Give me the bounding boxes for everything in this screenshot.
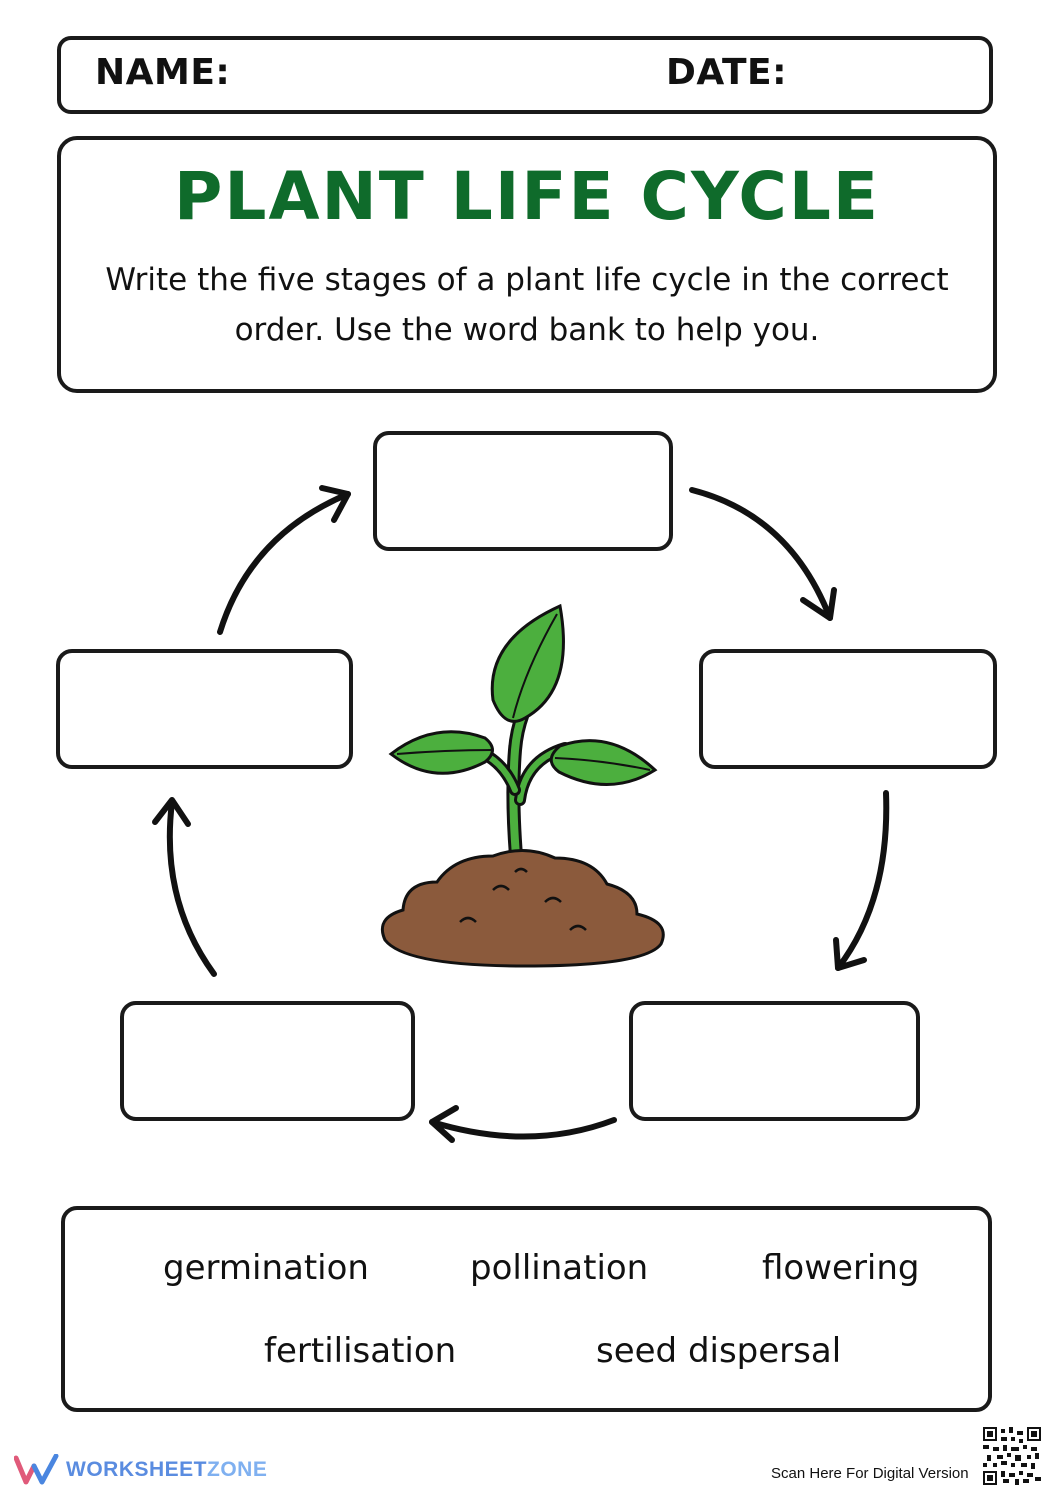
brand-name-part1: WORKSHEET	[66, 1458, 207, 1481]
stage-4-input[interactable]	[134, 1015, 401, 1107]
scan-caption: Scan Here For Digital Version	[771, 1465, 969, 1482]
arrow-top-to-right	[689, 487, 833, 621]
stage-box-4[interactable]	[120, 1001, 415, 1121]
stage-2-input[interactable]	[713, 663, 983, 755]
word-bank-item: flowering	[762, 1248, 920, 1288]
name-label: NAME:	[95, 52, 231, 93]
name-field[interactable]	[225, 50, 649, 98]
qr-code-icon[interactable]	[983, 1427, 1041, 1485]
word-bank-item: seed dispersal	[596, 1331, 842, 1371]
word-bank	[61, 1206, 992, 1412]
arrow-bottom-right-to-bottom-left	[429, 1117, 617, 1140]
worksheetzone-logo-icon[interactable]	[14, 1454, 60, 1486]
seedling-icon	[380, 603, 665, 968]
arrowhead-top-to-right	[800, 587, 837, 621]
arrowhead-bottom-left-to-left	[152, 797, 191, 827]
date-label: DATE:	[666, 52, 787, 93]
stage-3-input[interactable]	[643, 1015, 906, 1107]
title-panel	[57, 136, 997, 393]
stage-box-5[interactable]	[56, 649, 353, 769]
word-bank-item: germination	[163, 1248, 369, 1288]
stage-1-input[interactable]	[387, 445, 659, 537]
arrowhead-bottom-right-to-bottom-left	[429, 1105, 459, 1143]
stage-box-1[interactable]	[373, 431, 673, 551]
arrow-left-to-top	[217, 491, 351, 635]
stage-box-3[interactable]	[629, 1001, 920, 1121]
word-bank-item: pollination	[470, 1248, 649, 1288]
stage-box-2[interactable]	[699, 649, 997, 769]
arrowhead-right-to-bottom-right	[833, 937, 867, 971]
brand-name[interactable]: WORKSHEETZONE	[66, 1458, 267, 1482]
arrow-bottom-left-to-left	[166, 799, 217, 977]
arrowhead-left-to-top	[319, 485, 351, 523]
arrow-right-to-bottom-right	[835, 790, 890, 971]
instructions-text: Write the five stages of a plant life cy…	[105, 262, 949, 348]
stage-5-input[interactable]	[70, 663, 339, 755]
brand-name-part2: ZONE	[207, 1458, 268, 1481]
page-title: PLANT LIFE CYCLE	[174, 158, 880, 235]
date-field[interactable]	[785, 50, 979, 98]
word-bank-item: fertilisation	[264, 1331, 457, 1371]
